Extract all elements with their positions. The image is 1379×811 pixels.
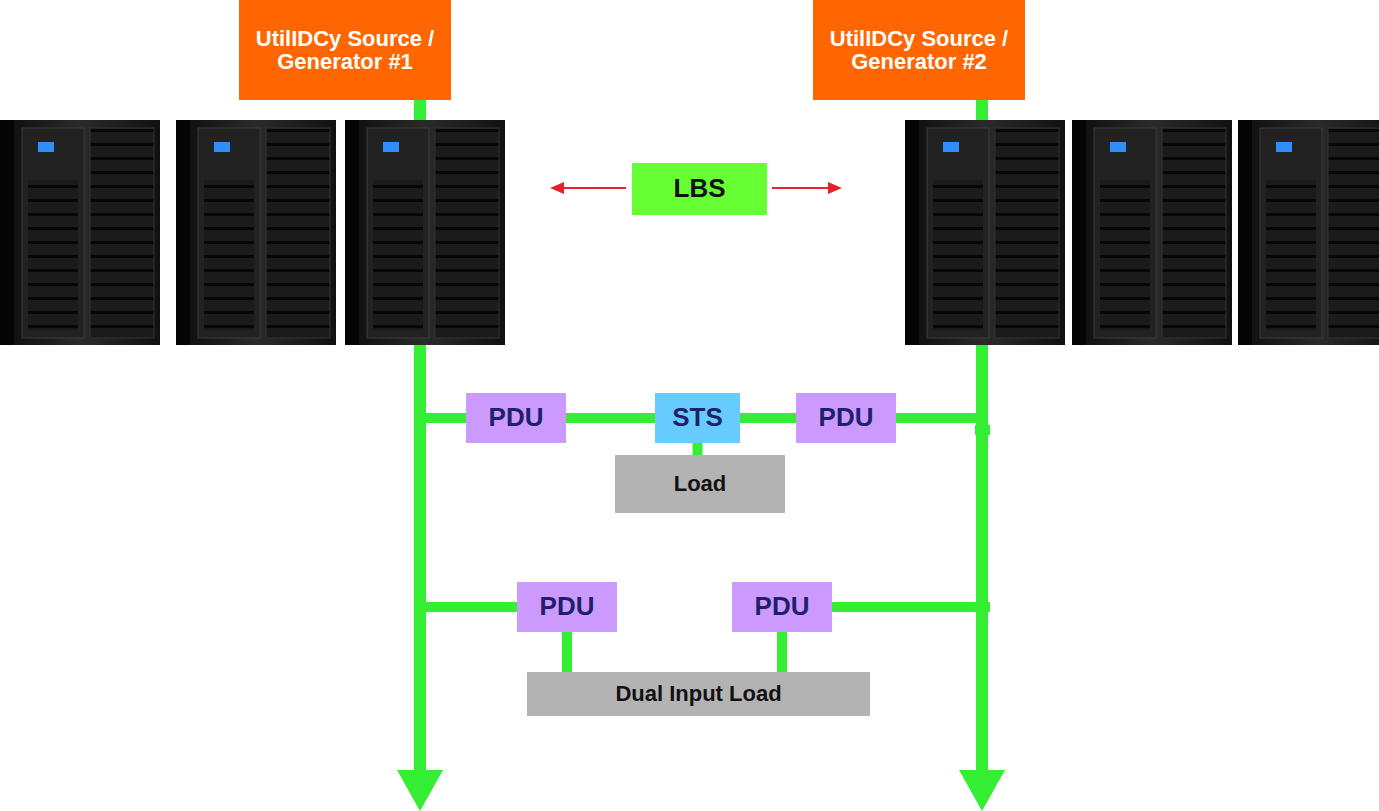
ups-cabinet <box>176 120 336 345</box>
power-connector <box>693 443 703 455</box>
power-connector <box>562 632 572 672</box>
load-box: Dual Input Load <box>527 672 870 716</box>
ups-cabinet <box>1238 120 1379 345</box>
node-label: STS <box>672 404 723 431</box>
bus-arrowhead <box>397 770 443 811</box>
lbs-box: LBS <box>632 163 767 215</box>
ups-cabinet <box>905 120 1065 345</box>
pdu-box: PDU <box>732 582 832 632</box>
node-label: UtilIDCy Source / Generator #2 <box>821 27 1017 73</box>
node-label: LBS <box>674 175 726 202</box>
pdu-box: PDU <box>517 582 617 632</box>
pdu-box: PDU <box>796 393 896 443</box>
node-label: PDU <box>489 404 544 431</box>
load-box: Load <box>615 455 785 513</box>
power-connector <box>777 632 787 672</box>
ups-cabinet <box>345 120 505 345</box>
bus-arrowhead <box>959 770 1005 811</box>
node-label: PDU <box>755 593 810 620</box>
power-connector <box>740 413 796 423</box>
generator-box: UtilIDCy Source / Generator #2 <box>813 0 1025 100</box>
ups-cabinet <box>1072 120 1232 345</box>
node-label: Load <box>674 472 727 495</box>
ups-cabinet <box>0 120 160 345</box>
pdu-box: PDU <box>466 393 566 443</box>
node-label: PDU <box>819 404 874 431</box>
node-label: PDU <box>540 593 595 620</box>
generator-box: UtilIDCy Source / Generator #1 <box>239 0 451 100</box>
sts-box: STS <box>655 393 740 443</box>
node-label: Dual Input Load <box>615 682 781 705</box>
power-connector <box>566 413 655 423</box>
node-label: UtilIDCy Source / Generator #1 <box>247 27 443 73</box>
